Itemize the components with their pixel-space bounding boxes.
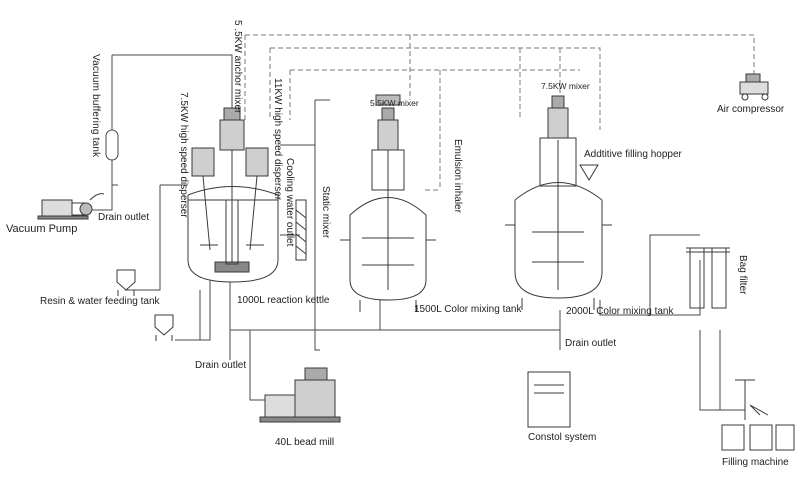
label-additive-hopper: Addtitive filling hopper bbox=[584, 149, 682, 160]
label-vacuum-pump: Vacuum Pump bbox=[6, 223, 78, 235]
label-tank-2000: 2000L Color mixing tank bbox=[566, 306, 674, 317]
label-mixer-55: 5.5KW mixer bbox=[370, 98, 419, 108]
control-system-cabinet bbox=[527, 371, 571, 428]
label-mixer-75: 7.5KW mixer bbox=[541, 81, 590, 91]
vacuum-buffering-tank bbox=[105, 129, 119, 161]
reaction-kettle-1000L bbox=[187, 107, 279, 283]
color-mixing-tank-1500L bbox=[340, 94, 436, 312]
color-mixing-tank-2000L bbox=[505, 95, 612, 310]
static-mixer bbox=[295, 199, 307, 261]
label-bag-filter: Bag filter bbox=[737, 255, 748, 295]
air-supply-lines bbox=[244, 34, 755, 191]
label-air-compressor: Air compressor bbox=[717, 104, 785, 115]
label-anchor-mixer: 5 .5KW anchor mixer bbox=[232, 20, 243, 114]
feeding-lines bbox=[125, 99, 745, 411]
vacuum-pump bbox=[37, 193, 105, 220]
label-drain-outlet-mid: Drain outlet bbox=[565, 338, 617, 349]
label-control-system: Constol system bbox=[528, 432, 597, 443]
label-drain-outlet-top: Drain outlet bbox=[98, 212, 150, 223]
label-vacuum-buffering-tank: Vacuum buffering tank bbox=[90, 54, 101, 158]
label-emulsion-inhaler: Emulsion inhaler bbox=[452, 139, 463, 213]
additive-filling-hopper bbox=[579, 164, 599, 181]
resin-water-feeding-tank bbox=[116, 269, 136, 296]
label-drain-outlet-bottom: Drain outlet bbox=[195, 360, 247, 371]
label-static-mixer: Static mixer bbox=[320, 186, 331, 239]
label-filling-machine: Filling machine bbox=[722, 457, 789, 468]
label-resin-water-tank: Resin & water feeding tank bbox=[40, 296, 160, 307]
label-bead-mill: 40L bead mill bbox=[275, 437, 335, 448]
filling-machine-unit bbox=[721, 379, 795, 451]
label-hs-disperser-11: 11KW high speed disperser bbox=[272, 78, 283, 201]
label-reaction-kettle: 1000L reaction kettle bbox=[237, 295, 330, 306]
air-compressor-unit bbox=[739, 73, 769, 101]
powder-feeding-tank bbox=[154, 314, 174, 341]
bag-filter-unit bbox=[686, 247, 730, 309]
bead-mill-40L bbox=[259, 367, 341, 423]
label-tank-1500: 1500L Color mixing tank bbox=[414, 304, 522, 315]
label-hs-disperser-75: 7.5KW high speed disperser bbox=[178, 92, 189, 218]
vacuum-lines bbox=[90, 54, 233, 211]
label-cooling-water-outlet: Cooling water outlet bbox=[284, 158, 295, 247]
